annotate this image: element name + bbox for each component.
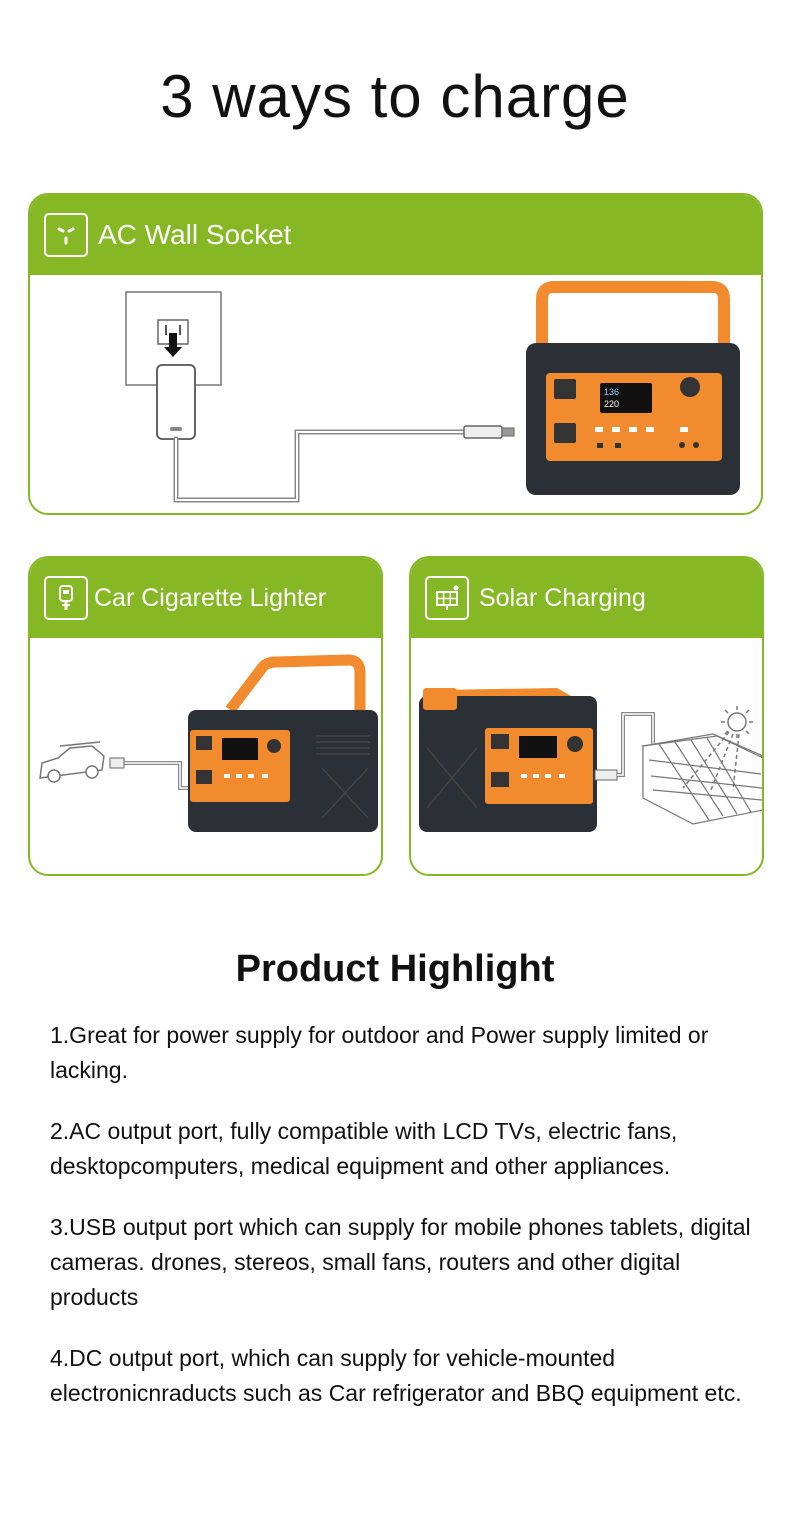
power-station-image bbox=[419, 688, 597, 832]
product-highlight-title: Product Highlight bbox=[235, 948, 555, 990]
ac-wall-socket-card: AC Wall Socket bbox=[28, 193, 763, 515]
power-station-image: 136 220 bbox=[526, 281, 740, 495]
highlight-item-4: 4.DC output port, which can supply for v… bbox=[50, 1345, 742, 1406]
car-charger-icon bbox=[44, 576, 88, 620]
ac-card-title: AC Wall Socket bbox=[98, 219, 292, 250]
svg-text:136: 136 bbox=[604, 387, 619, 397]
highlight-list: 1.Great for power supply for outdoor and… bbox=[50, 1018, 760, 1437]
sun-icon bbox=[682, 706, 753, 791]
page-title: 3 ways to charge bbox=[160, 63, 630, 130]
highlight-item-1: 1.Great for power supply for outdoor and… bbox=[50, 1022, 715, 1083]
wall-socket-icon bbox=[44, 213, 88, 257]
solar-panel-icon bbox=[425, 576, 469, 620]
ac-card-header: AC Wall Socket bbox=[30, 195, 761, 275]
solar-panel-image bbox=[641, 733, 762, 825]
solar-illustration bbox=[411, 638, 762, 874]
ac-illustration: 136 220 bbox=[30, 275, 761, 513]
car-cigarette-lighter-card: Car Cigarette Lighter bbox=[28, 556, 383, 876]
car-illustration bbox=[30, 638, 381, 874]
svg-text:220: 220 bbox=[604, 399, 619, 409]
highlight-item-2: 2.AC output port, fully compatible with … bbox=[50, 1118, 684, 1179]
highlight-item-3: 3.USB output port which can supply for m… bbox=[50, 1214, 770, 1310]
car-card-header: Car Cigarette Lighter bbox=[30, 558, 381, 638]
car-card-title: Car Cigarette Lighter bbox=[94, 583, 327, 612]
car-image bbox=[39, 741, 105, 783]
solar-charging-card: Solar Charging bbox=[409, 556, 764, 876]
solar-card-title: Solar Charging bbox=[479, 583, 646, 612]
solar-card-header: Solar Charging bbox=[411, 558, 762, 638]
power-station-image bbox=[188, 654, 378, 832]
